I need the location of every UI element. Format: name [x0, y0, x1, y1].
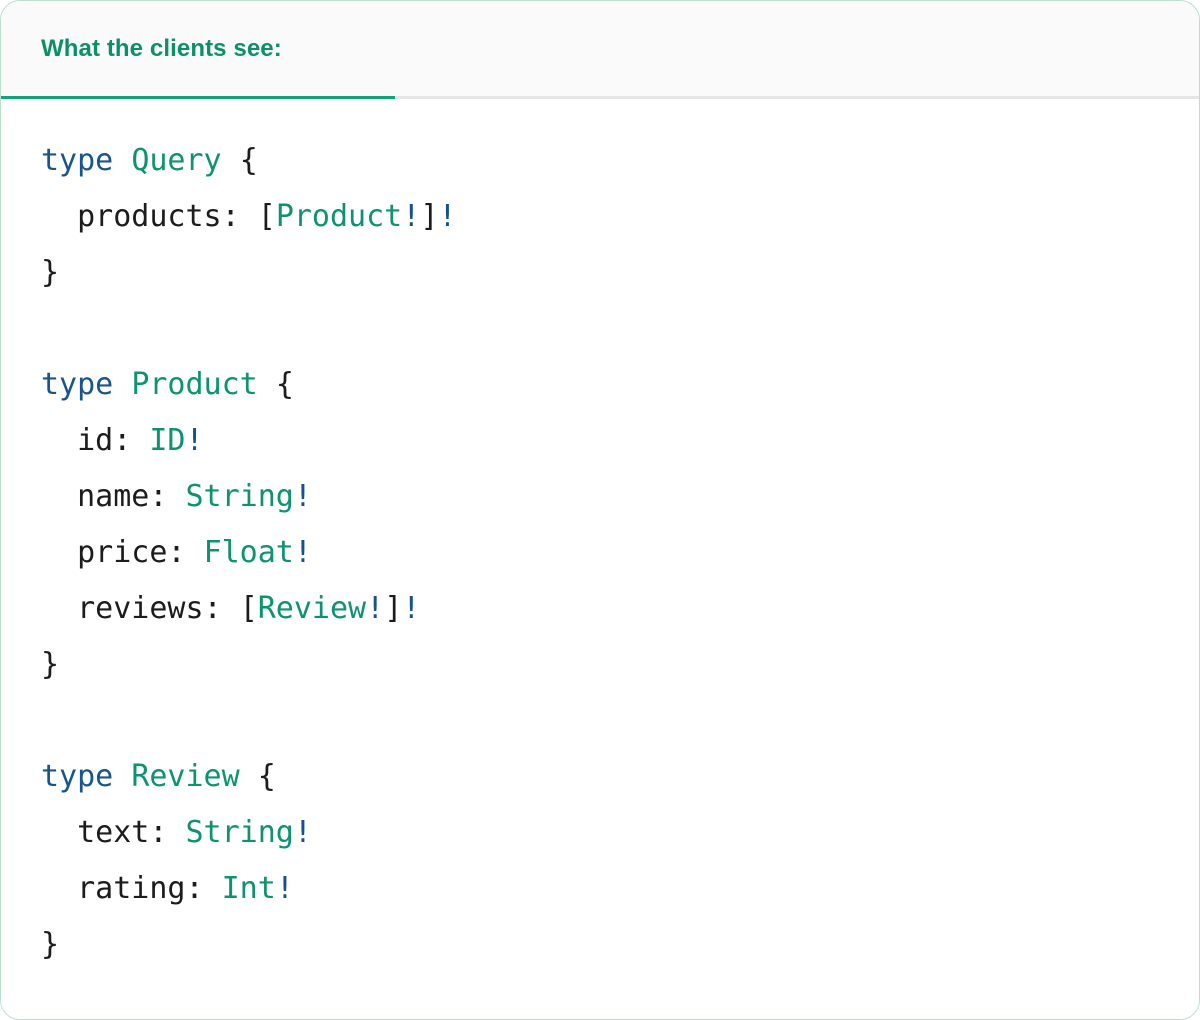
code-line-blank [41, 301, 1199, 357]
space [167, 815, 185, 850]
keyword-type: type [41, 367, 114, 402]
code-line: text: String! [41, 805, 1199, 861]
field-name: name [77, 479, 150, 514]
bracket-open: [ [239, 591, 258, 626]
field-reviews: reviews [77, 591, 204, 626]
colon: : [149, 815, 168, 850]
space [240, 199, 258, 234]
scalar-string: String [185, 815, 294, 850]
code-line: } [41, 917, 1199, 973]
colon: : [203, 591, 222, 626]
code-line-blank [41, 693, 1199, 749]
colon: : [167, 535, 186, 570]
code-line: } [41, 637, 1199, 693]
keyword-type: type [41, 143, 114, 178]
space [131, 423, 149, 458]
non-null-bang: ! [438, 199, 457, 234]
space [222, 143, 240, 178]
non-null-bang: ! [293, 535, 312, 570]
graphql-schema-code: type Query { products: [Product!]!} type… [1, 133, 1199, 973]
brace-close: } [41, 927, 60, 962]
space [113, 759, 131, 794]
code-line: type Review { [41, 749, 1199, 805]
code-line: rating: Int! [41, 861, 1199, 917]
non-null-bang: ! [293, 815, 312, 850]
indent [41, 199, 77, 234]
type-name-product: Product [131, 367, 258, 402]
bracket-close: ] [420, 199, 439, 234]
space [204, 871, 222, 906]
scalar-id: ID [149, 423, 186, 458]
colon: : [221, 199, 240, 234]
colon: : [113, 423, 132, 458]
space [113, 143, 131, 178]
non-null-bang: ! [402, 591, 421, 626]
space [258, 367, 276, 402]
non-null-bang: ! [293, 479, 312, 514]
brace-open: { [239, 143, 258, 178]
colon: : [149, 479, 168, 514]
code-line: products: [Product!]! [41, 189, 1199, 245]
code-line: type Product { [41, 357, 1199, 413]
colon: : [185, 871, 204, 906]
tab-what-the-clients-see[interactable]: What the clients see: [1, 1, 322, 98]
space [167, 479, 185, 514]
tab-active-underline [1, 96, 395, 99]
code-area[interactable]: type Query { products: [Product!]!} type… [1, 99, 1199, 1019]
keyword-type: type [41, 759, 114, 794]
field-text: text [77, 815, 150, 850]
non-null-bang: ! [185, 423, 204, 458]
tab-bar: What the clients see: [1, 1, 1199, 99]
space [113, 367, 131, 402]
code-line: price: Float! [41, 525, 1199, 581]
space [222, 591, 240, 626]
scalar-float: Float [203, 535, 294, 570]
code-line: reviews: [Review!]! [41, 581, 1199, 637]
indent [41, 871, 77, 906]
indent [41, 535, 77, 570]
scalar-int: Int [221, 871, 276, 906]
field-price: price [77, 535, 168, 570]
brace-close: } [41, 255, 60, 290]
type-name-review: Review [257, 591, 367, 626]
scalar-string: String [185, 479, 294, 514]
field-rating: rating [77, 871, 186, 906]
non-null-bang: ! [402, 199, 421, 234]
brace-close: } [41, 647, 60, 682]
brace-open: { [257, 759, 276, 794]
code-line: } [41, 245, 1199, 301]
bracket-open: [ [257, 199, 276, 234]
code-line: name: String! [41, 469, 1199, 525]
type-name-review: Review [131, 759, 240, 794]
indent [41, 479, 77, 514]
non-null-bang: ! [275, 871, 294, 906]
type-name-product: Product [275, 199, 403, 234]
type-name-query: Query [131, 143, 222, 178]
code-line: type Query { [41, 133, 1199, 189]
space [240, 759, 258, 794]
code-line: id: ID! [41, 413, 1199, 469]
tab-label: What the clients see: [41, 34, 282, 62]
field-id: id [77, 423, 114, 458]
field-products: products [77, 199, 222, 234]
brace-open: { [275, 367, 294, 402]
bracket-close: ] [384, 591, 403, 626]
indent [41, 815, 77, 850]
space [186, 535, 204, 570]
non-null-bang: ! [366, 591, 385, 626]
indent [41, 591, 77, 626]
indent [41, 423, 77, 458]
